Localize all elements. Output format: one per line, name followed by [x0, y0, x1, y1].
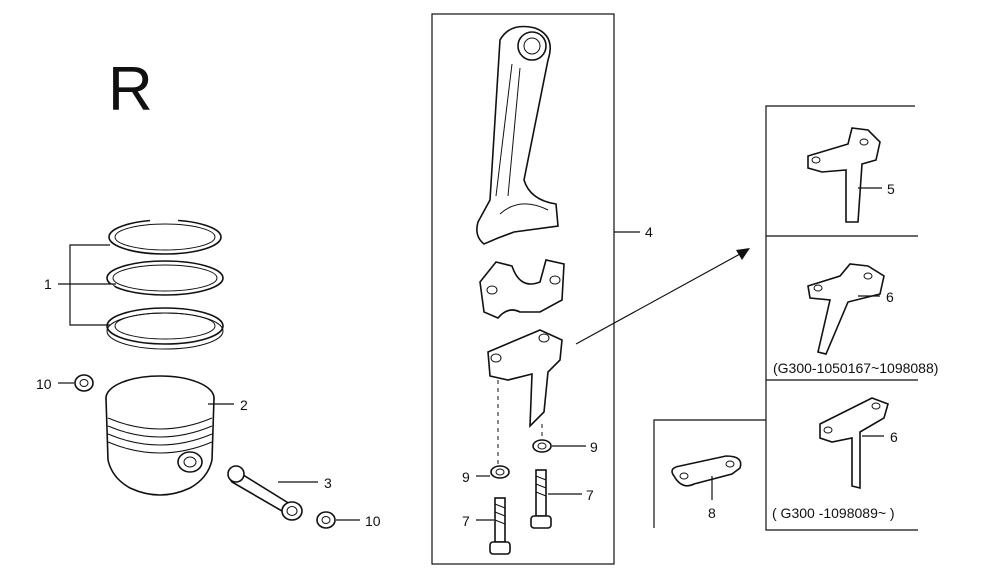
section-letter: R [108, 55, 153, 124]
callout-2: 2 [240, 397, 248, 413]
callout-9-right: 9 [590, 439, 598, 455]
callout-8: 8 [708, 505, 716, 521]
piston [105, 375, 215, 496]
callout-6-late: 6 [890, 429, 898, 445]
circlip-right [316, 511, 336, 529]
rod-bolt-left [489, 497, 511, 555]
dipper-variant-6-early [807, 263, 885, 355]
lock-washer-right [532, 439, 552, 453]
serial-range-late: ( G300 -1098089~ ) [772, 505, 895, 521]
callout-6-early: 6 [886, 289, 894, 305]
callout-1: 1 [44, 276, 52, 292]
circlip-left [74, 374, 94, 392]
callout-10-right: 10 [365, 513, 381, 529]
connecting-rod [476, 25, 559, 245]
lock-washer-left [490, 465, 510, 479]
connecting-rod-group-frame [431, 13, 615, 565]
serial-range-early: (G300-1050167~1098088) [773, 360, 938, 376]
callout-7-left: 7 [462, 513, 470, 529]
second-ring [106, 260, 224, 296]
oil-ring [106, 307, 224, 345]
callout-4: 4 [645, 224, 653, 240]
connecting-rod-cap [479, 259, 565, 319]
top-ring [108, 219, 222, 255]
callout-3: 3 [324, 475, 332, 491]
lock-plate [671, 455, 742, 487]
piston-ring-set [106, 218, 224, 350]
dipper-variant-6-late [819, 397, 889, 490]
dipper-variant-5 [807, 127, 881, 223]
callout-10-left: 10 [36, 376, 52, 392]
rod-bolt-right [530, 469, 552, 529]
piston-pin [227, 465, 303, 521]
callout-5: 5 [887, 181, 895, 197]
oil-dipper [487, 329, 563, 429]
variant-arrow [575, 253, 741, 345]
callout-7-right: 7 [586, 487, 594, 503]
callout-9-left: 9 [462, 469, 470, 485]
